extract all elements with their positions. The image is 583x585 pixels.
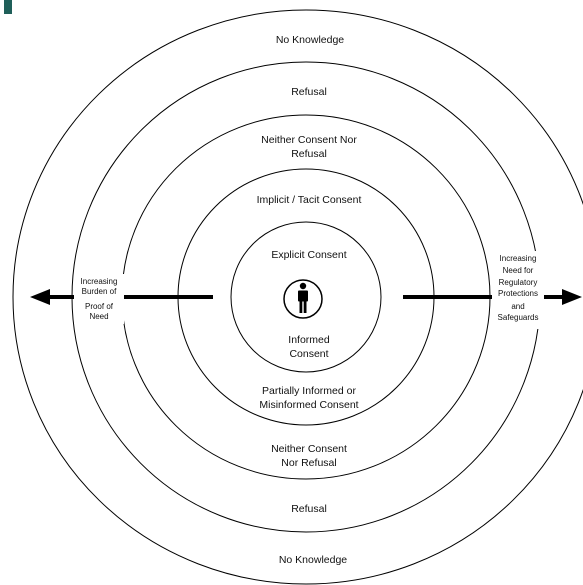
right-label-line-5: and [511, 302, 524, 311]
right-label-line-3: Regulatory [499, 278, 538, 287]
label-no-knowledge-top: No Knowledge [276, 34, 344, 46]
left-label-line-3: Proof of [85, 302, 114, 311]
label-neither-top-2: Refusal [291, 148, 327, 160]
right-label-line-6: Safeguards [498, 313, 539, 322]
label-implicit-top: Implicit / Tacit Consent [257, 194, 362, 206]
label-partially-informed-2: Misinformed Consent [259, 399, 358, 411]
person-icon [298, 282, 308, 313]
label-neither-bottom-1: Neither Consent [271, 443, 347, 455]
left-arrow [30, 289, 213, 305]
label-explicit-top: Explicit Consent [271, 249, 346, 261]
corner-accent-mark [4, 0, 12, 14]
label-neither-bottom-2: Nor Refusal [281, 457, 336, 469]
left-label-line-4: Need [89, 312, 108, 321]
person-icon-circle [283, 279, 323, 319]
label-no-knowledge-bottom: No Knowledge [279, 554, 347, 566]
right-label-line-1: Increasing [500, 254, 537, 263]
ring-outer-no-knowledge [12, 9, 583, 585]
right-label-line-4: Protections [498, 289, 538, 298]
label-refusal-bottom: Refusal [291, 503, 327, 515]
label-informed-1: Informed [288, 334, 330, 346]
label-informed-2: Consent [289, 348, 328, 360]
right-label-line-2: Need for [503, 266, 534, 275]
ring-explicit [230, 221, 382, 373]
label-partially-informed-1: Partially Informed or [262, 385, 356, 397]
left-label-line-2: Burden of [82, 287, 117, 296]
label-neither-top-1: Neither Consent Nor [261, 134, 357, 146]
left-label-line-1: Increasing [81, 277, 118, 286]
label-refusal-top: Refusal [291, 86, 327, 98]
